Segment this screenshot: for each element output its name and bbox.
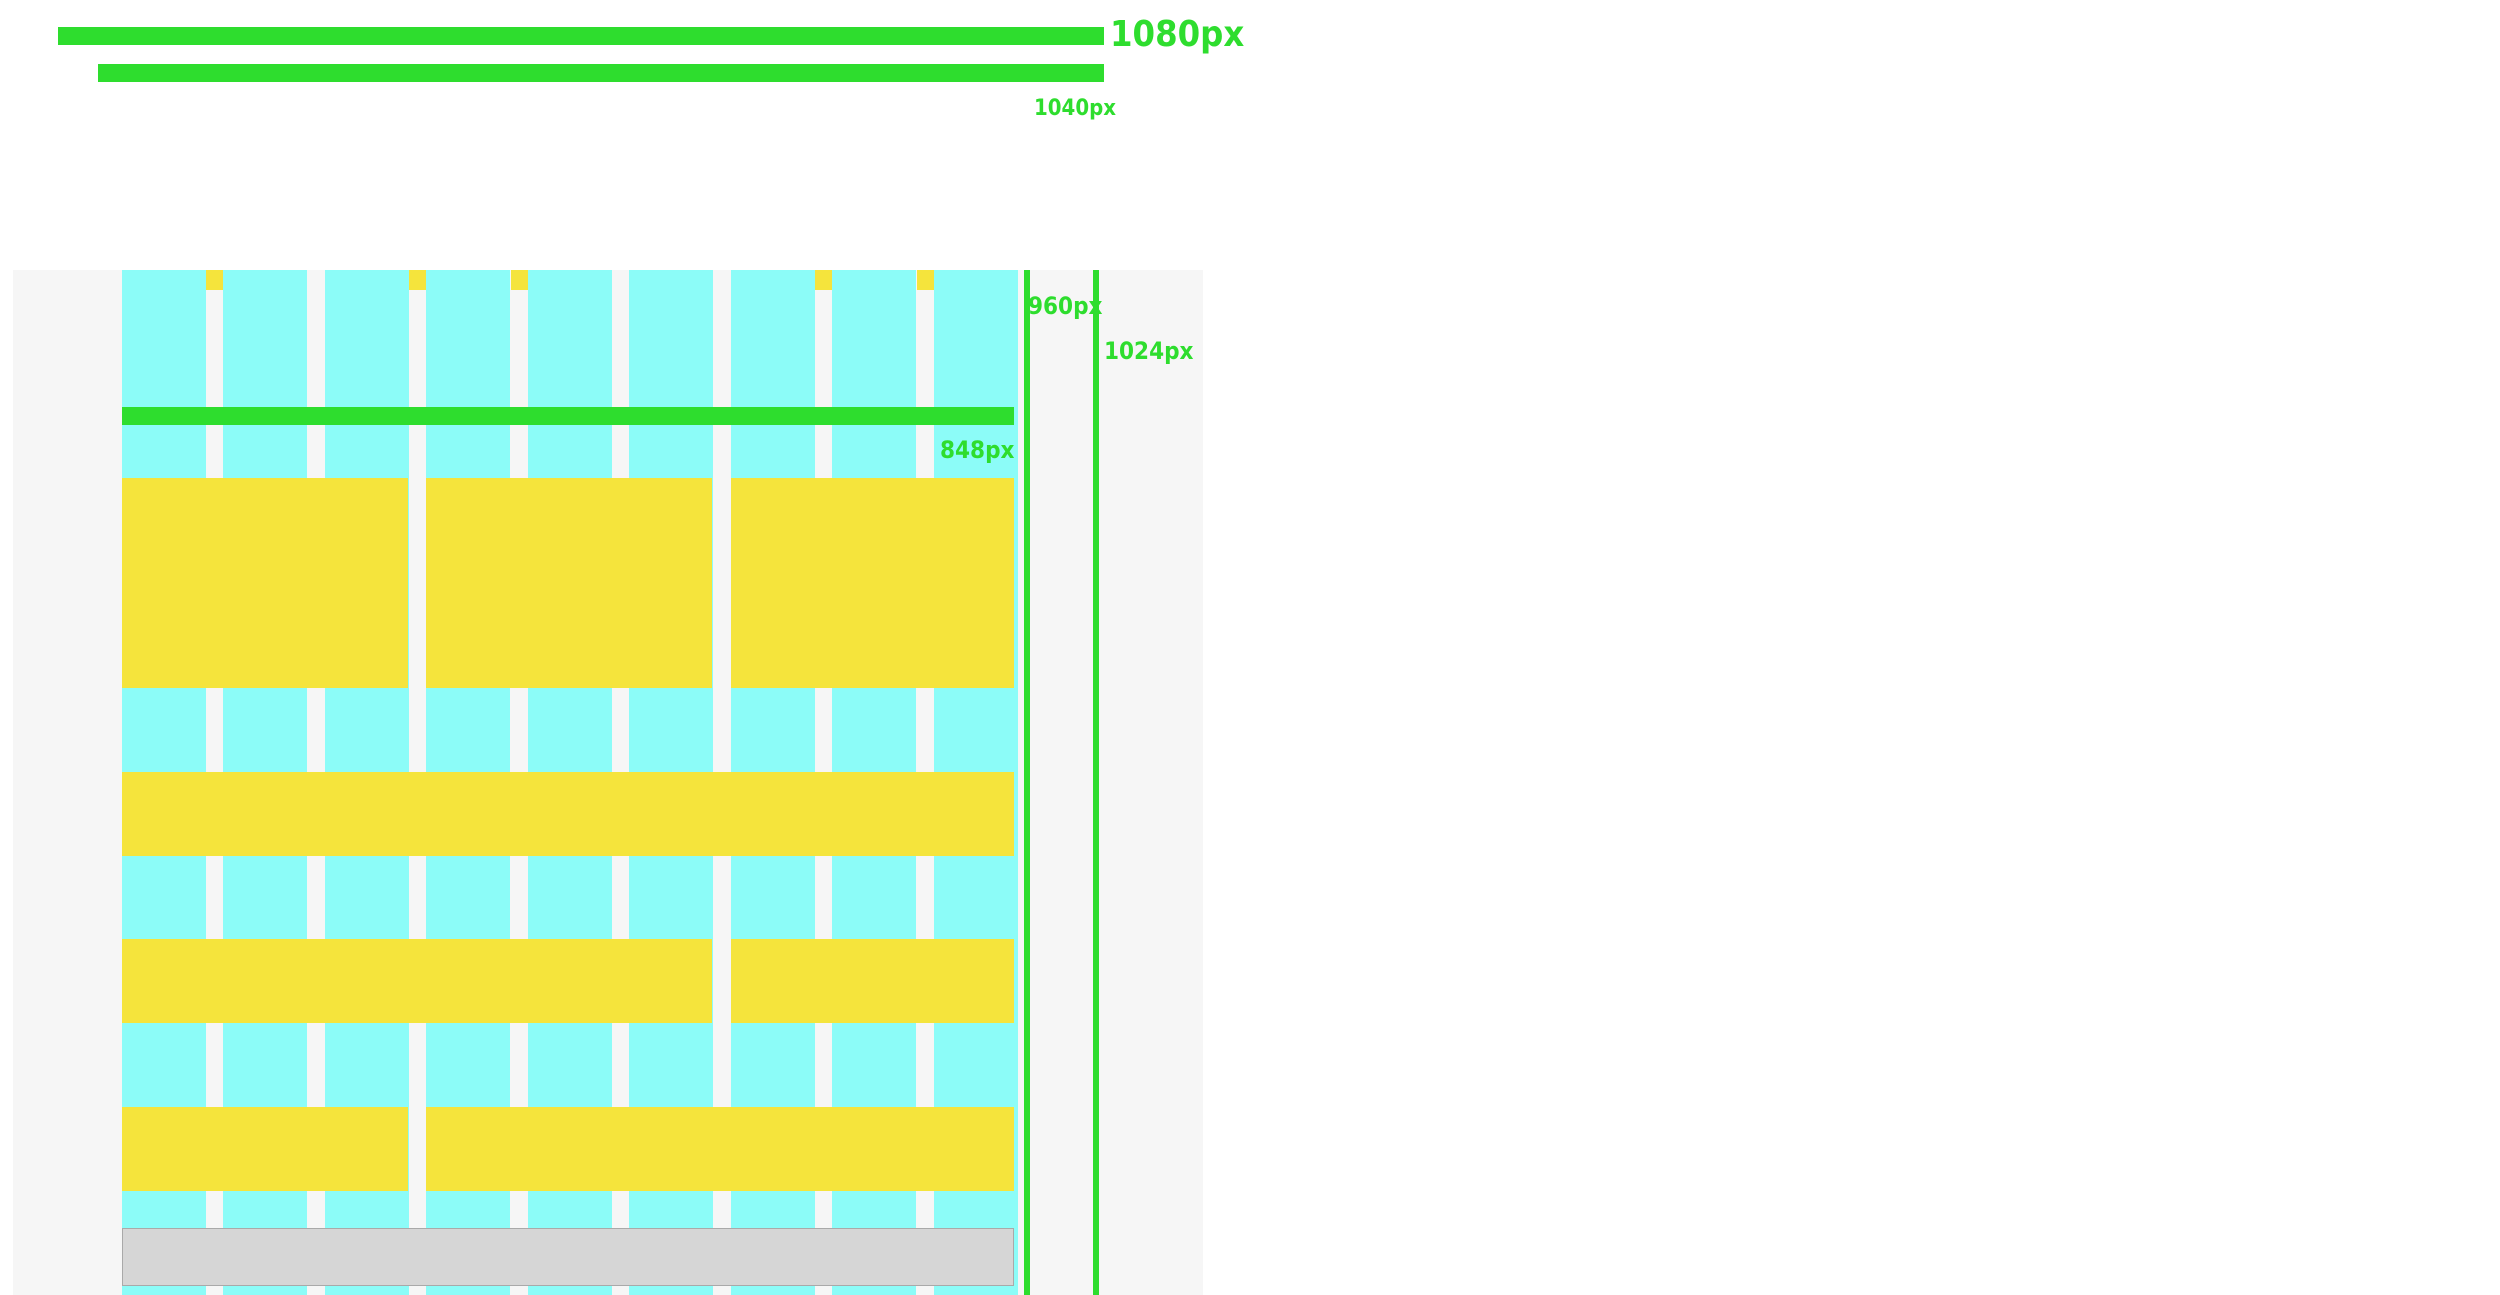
grid-panel: 848px 960px 1024px — [13, 270, 1203, 1295]
label-1024: 1024px — [1104, 337, 1194, 365]
content-block — [122, 478, 408, 688]
label-960: 960px — [1028, 292, 1103, 320]
top-yellow-strip — [917, 270, 934, 290]
top-yellow-strip — [815, 270, 832, 290]
content-block — [426, 1107, 1014, 1191]
footer-bar — [122, 1228, 1014, 1286]
top-yellow-strip — [511, 270, 528, 290]
content-block — [731, 939, 1014, 1023]
height-line-1024 — [1093, 270, 1099, 1295]
label-1080: 1080px — [1110, 14, 1245, 55]
content-block — [122, 1107, 408, 1191]
height-line-960 — [1024, 270, 1030, 1295]
label-848: 848px — [940, 436, 1015, 464]
label-1040: 1040px — [1034, 96, 1117, 121]
content-block — [122, 939, 712, 1023]
width-bar-1040 — [98, 64, 1104, 82]
width-bar-1080 — [58, 27, 1104, 45]
top-yellow-strip — [409, 270, 426, 290]
content-block — [122, 772, 1014, 856]
width-bar-848 — [122, 407, 1014, 425]
top-yellow-strip — [206, 270, 223, 290]
content-block — [731, 478, 1014, 688]
content-block — [426, 478, 712, 688]
